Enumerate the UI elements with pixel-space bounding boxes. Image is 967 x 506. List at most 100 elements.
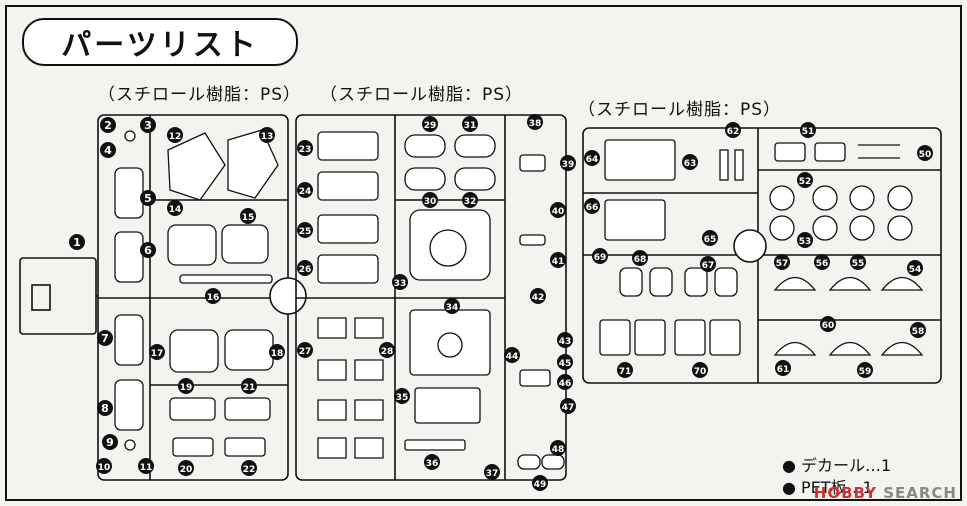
part-number-2: 2 — [104, 119, 112, 132]
part-badge-8 — [97, 400, 113, 416]
decal-label: デカール…1 — [801, 456, 892, 475]
part-number-50: 50 — [919, 150, 932, 160]
part-badge-42 — [530, 288, 546, 304]
runner-a-parts — [114, 129, 279, 457]
part-number-1: 1 — [73, 236, 81, 249]
part-number-10: 10 — [98, 463, 111, 473]
runner-c-material: （スチロール樹脂：PS） — [578, 100, 782, 120]
part-number-38: 38 — [529, 119, 542, 129]
part-number-22: 22 — [243, 465, 256, 475]
part-badge-14 — [167, 200, 183, 216]
part-number-29: 29 — [424, 121, 437, 131]
part-number-34: 34 — [446, 303, 459, 313]
page-title: パーツリスト — [22, 18, 298, 66]
part-badge-10 — [96, 458, 112, 474]
part-badge-7 — [97, 330, 113, 346]
runner-b-frame — [295, 114, 567, 481]
part-number-51: 51 — [802, 127, 815, 137]
part-number-47: 47 — [562, 403, 575, 413]
part-badge-40 — [550, 202, 566, 218]
part-number-45: 45 — [559, 359, 572, 369]
part-badge-68 — [632, 250, 648, 266]
part-badge-55 — [850, 254, 866, 270]
part-badge-50 — [917, 145, 933, 161]
part-badge-41 — [550, 252, 566, 268]
part-number-62: 62 — [727, 127, 740, 137]
part-badge-28 — [379, 342, 395, 358]
part-badge-34 — [444, 298, 460, 314]
part-badge-38 — [527, 114, 543, 130]
part-badge-52 — [797, 172, 813, 188]
part-number-41: 41 — [552, 257, 565, 267]
part-number-52: 52 — [799, 177, 812, 187]
part-badge-61 — [775, 360, 791, 376]
part-badge-32 — [462, 192, 478, 208]
part-badge-67 — [700, 256, 716, 272]
part-badge-23 — [297, 140, 313, 156]
part-number-30: 30 — [424, 197, 437, 207]
part-badge-20 — [178, 460, 194, 476]
part-badge-16 — [205, 288, 221, 304]
part-number-31: 31 — [464, 121, 477, 131]
part-number-44: 44 — [506, 352, 519, 362]
part-number-3: 3 — [144, 119, 152, 132]
part-number-5: 5 — [144, 192, 152, 205]
part-number-7: 7 — [101, 332, 109, 345]
part-badge-12 — [167, 127, 183, 143]
runner-c-parts — [599, 139, 924, 356]
part-badge-70 — [692, 362, 708, 378]
part-badge-63 — [682, 154, 698, 170]
part-badge-43 — [557, 332, 573, 348]
part-number-68: 68 — [634, 255, 647, 265]
part-badge-53 — [797, 232, 813, 248]
part-number-40: 40 — [552, 207, 565, 217]
part-number-66: 66 — [586, 203, 599, 213]
part-badge-69 — [592, 248, 608, 264]
part-badge-47 — [560, 398, 576, 414]
part-badge-18 — [269, 344, 285, 360]
part-number-67: 67 — [702, 261, 715, 271]
part-badge-46 — [557, 374, 573, 390]
part-badge-29 — [422, 116, 438, 132]
part-number-46: 46 — [559, 379, 572, 389]
part-badge-49 — [532, 475, 548, 491]
part-number-65: 65 — [704, 235, 717, 245]
part-badge-54 — [907, 260, 923, 276]
part-badge-33 — [392, 274, 408, 290]
part-badge-22 — [241, 460, 257, 476]
part-number-13: 13 — [261, 132, 274, 142]
part-number-49: 49 — [534, 480, 547, 490]
part-badge-24 — [297, 182, 313, 198]
part-badge-58 — [910, 322, 926, 338]
pet-sheet-label: PET板…1 — [801, 478, 873, 497]
part-badge-3 — [140, 117, 156, 133]
part-badge-65 — [702, 230, 718, 246]
part-number-17: 17 — [151, 349, 164, 359]
part-badge-39 — [560, 155, 576, 171]
part-badge-31 — [462, 116, 478, 132]
part-badge-36 — [424, 454, 440, 470]
part-badge-26 — [297, 260, 313, 276]
part-number-21: 21 — [243, 383, 256, 393]
watermark-logo: HOBBY — [813, 484, 877, 502]
part-number-32: 32 — [464, 197, 477, 207]
runner-b-material: （スチロール樹脂：PS） — [320, 85, 524, 105]
part-badge-17 — [149, 344, 165, 360]
part-number-6: 6 — [144, 244, 152, 257]
runner-a-material: （スチロール樹脂：PS） — [98, 85, 302, 105]
part-number-43: 43 — [559, 337, 572, 347]
part-number-61: 61 — [777, 365, 790, 375]
part-badge-6 — [140, 242, 156, 258]
part-badge-57 — [774, 254, 790, 270]
part-badge-19 — [178, 378, 194, 394]
part-badge-5 — [140, 190, 156, 206]
part-number-28: 28 — [381, 347, 394, 357]
part-number-64: 64 — [586, 155, 599, 165]
part-number-63: 63 — [684, 159, 697, 169]
part-number-37: 37 — [486, 469, 499, 479]
part-badge-27 — [297, 342, 313, 358]
part-number-18: 18 — [271, 349, 284, 359]
part-badge-35 — [394, 388, 410, 404]
part-badge-44 — [504, 347, 520, 363]
